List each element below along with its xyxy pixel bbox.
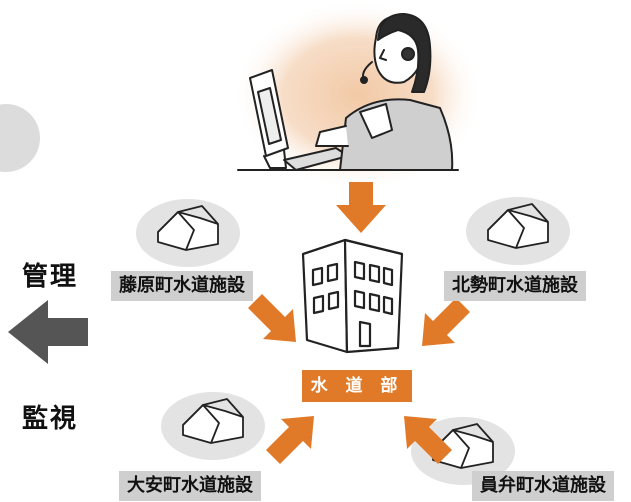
house-icon-hokusei bbox=[487, 203, 549, 249]
facility-label-fujiwara: 藤原町水道施設 bbox=[111, 271, 253, 301]
monitor-label: 監視 bbox=[22, 404, 79, 434]
house-icon-fujiwara bbox=[157, 205, 219, 251]
arrow-from-inabe bbox=[404, 416, 452, 464]
big-left-arrow bbox=[8, 300, 88, 364]
arrow-from-hokusei bbox=[422, 298, 470, 346]
house-icon-taian bbox=[182, 398, 244, 444]
decorative-circle bbox=[0, 104, 40, 172]
facility-label-taian: 大安町水道施設 bbox=[119, 471, 261, 501]
arrow-from-taian bbox=[266, 416, 314, 464]
water-department-building-icon bbox=[301, 238, 404, 354]
water-department-label: 水 道 部 bbox=[302, 370, 412, 402]
house-icon-inabe bbox=[432, 423, 494, 469]
facility-label-hokusei: 北勢町水道施設 bbox=[444, 271, 586, 301]
arrow-from-fujiwara bbox=[248, 294, 296, 342]
facility-label-inabe: 員弁町水道施設 bbox=[472, 471, 614, 501]
operator-illustration bbox=[237, 13, 459, 171]
down-arrow bbox=[336, 182, 386, 233]
manage-label: 管理 bbox=[22, 262, 79, 292]
